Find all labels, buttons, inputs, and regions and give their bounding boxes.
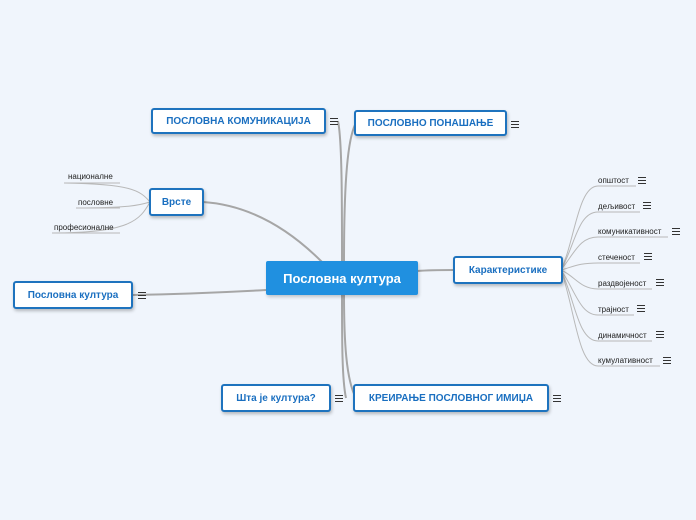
- topic-poslovno-ponasanje[interactable]: ПОСЛОВНО ПОНАШАЊЕ: [354, 110, 507, 136]
- leaf-karakteristike-4[interactable]: стеченост: [598, 253, 635, 262]
- leaf-vrste-1[interactable]: националне: [68, 172, 113, 181]
- notes-icon[interactable]: [643, 202, 651, 209]
- topic-poslovna-komunikacija[interactable]: ПОСЛОВНА КОМУНИКАЦИЈА: [151, 108, 326, 134]
- topic-label: Шта је култура?: [236, 392, 316, 404]
- central-topic-label: Пословна култура: [283, 270, 401, 286]
- leaf-karakteristike-8[interactable]: кумулативност: [598, 356, 653, 365]
- notes-icon[interactable]: [638, 177, 646, 184]
- notes-icon[interactable]: [511, 121, 519, 128]
- leaf-vrste-2[interactable]: пословне: [78, 198, 114, 207]
- notes-icon[interactable]: [138, 292, 146, 299]
- topic-label: ПОСЛОВНО ПОНАШАЊЕ: [367, 117, 494, 129]
- topic-label: Врсте: [161, 196, 192, 208]
- topic-label: Пословна култура: [27, 289, 119, 301]
- notes-icon[interactable]: [335, 395, 343, 402]
- leaf-karakteristike-3[interactable]: комуникативност: [598, 227, 662, 236]
- topic-label: Карактеристике: [468, 264, 548, 276]
- leaf-karakteristike-6[interactable]: трајност: [598, 305, 629, 314]
- leaf-karakteristike-2[interactable]: дељивост: [598, 202, 636, 211]
- notes-icon[interactable]: [330, 118, 338, 125]
- topic-poslovna-kultura[interactable]: Пословна култура: [13, 281, 133, 309]
- topic-karakteristike[interactable]: Карактеристике: [453, 256, 563, 284]
- notes-icon[interactable]: [663, 357, 671, 364]
- topic-kreiranje-imidza[interactable]: КРЕИРАЊЕ ПОСЛОВНОГ ИМИЏА: [353, 384, 549, 412]
- topic-label: ПОСЛОВНА КОМУНИКАЦИЈА: [166, 115, 311, 127]
- leaf-karakteristike-7[interactable]: динамичност: [598, 331, 647, 340]
- notes-icon[interactable]: [644, 253, 652, 260]
- topic-label: КРЕИРАЊЕ ПОСЛОВНОГ ИМИЏА: [368, 392, 534, 404]
- notes-icon[interactable]: [637, 305, 645, 312]
- notes-icon[interactable]: [553, 395, 561, 402]
- central-topic[interactable]: Пословна култура: [266, 261, 418, 295]
- leaf-vrste-3[interactable]: професионалне: [54, 223, 114, 232]
- leaf-karakteristike-1[interactable]: општост: [598, 176, 629, 185]
- topic-sta-je-kultura[interactable]: Шта је култура?: [221, 384, 331, 412]
- topic-vrste[interactable]: Врсте: [149, 188, 204, 216]
- notes-icon[interactable]: [656, 331, 664, 338]
- notes-icon[interactable]: [656, 279, 664, 286]
- leaf-karakteristike-5[interactable]: раздвојеност: [598, 279, 647, 288]
- notes-icon[interactable]: [672, 228, 680, 235]
